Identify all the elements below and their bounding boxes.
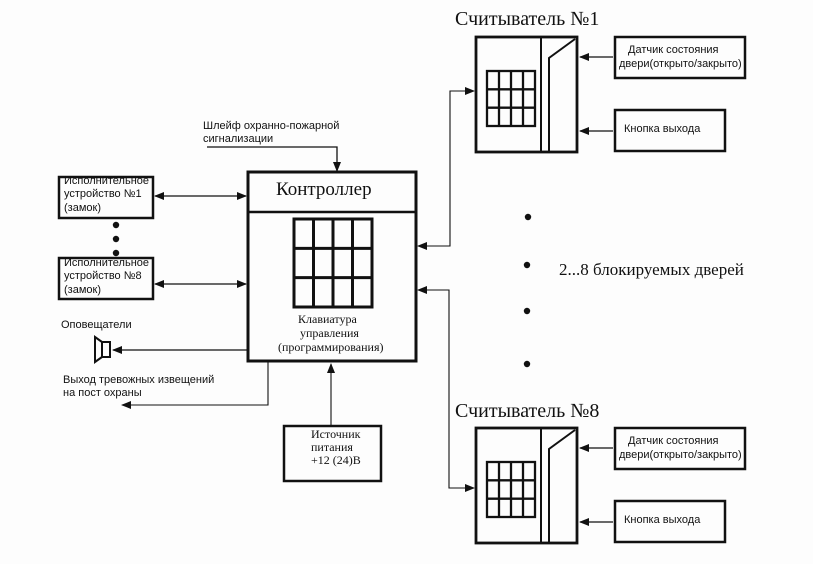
- reader-8-exit-button-box: [613, 499, 727, 544]
- lock-1-line-1: Исполнительное: [64, 175, 150, 187]
- reader-1-exit-button-label: Кнопка выхода: [624, 123, 701, 135]
- controller-keypad-grid: [292, 217, 374, 309]
- reader-1-sensor-line-1: Датчик состояния: [628, 44, 719, 56]
- alarm-loop-label-line-2: сигнализации: [203, 133, 274, 145]
- reader-1-link: [417, 87, 475, 250]
- reader-1: [474, 35, 747, 154]
- lock-ellipsis-dots: [112, 221, 120, 257]
- reader-8-body: [474, 426, 579, 545]
- reader-1-title: Считыватель №1: [455, 8, 600, 30]
- lock-8-line-2: устройство №8: [64, 270, 142, 282]
- reader-1-door-leaf: [548, 38, 576, 152]
- reader-8-sensor-line-1: Датчик состояния: [628, 435, 719, 447]
- keypad-label-line-2: управления: [300, 326, 359, 340]
- door-ellipsis-dots: [523, 213, 532, 368]
- keypad-label-line-3: (программирования): [278, 340, 384, 354]
- reader-8-sensor-box: [613, 426, 747, 471]
- alarm-loop-label-line-1: Шлейф охранно-пожарной: [203, 120, 340, 132]
- reader-8-title: Считыватель №8: [455, 400, 600, 422]
- lock-1-box: [57, 175, 155, 220]
- lock-8-line-3: (замок): [64, 284, 101, 296]
- controller-block: [246, 170, 418, 363]
- reader-8-link: [417, 286, 475, 492]
- blocked-doors-label: 2...8 блокируемых дверей: [559, 260, 744, 279]
- alarm-output-line: [121, 362, 269, 409]
- reader-1-body: [474, 35, 579, 154]
- reader-8-keypad: [485, 460, 537, 519]
- lock-8-box: [57, 256, 155, 301]
- reader-8: [474, 426, 747, 545]
- power-supply-line-1: Источник: [311, 427, 361, 441]
- alarm-output-label-line-2: на пост охраны: [63, 387, 142, 399]
- reader-1-sensor-line-2: двери(открыто/закрыто): [619, 58, 742, 70]
- readers-group: [474, 35, 747, 545]
- reader-1-keypad: [485, 69, 537, 128]
- alarm-loop-line: [207, 146, 341, 172]
- lock-8-line-1: Исполнительное: [64, 257, 150, 269]
- power-supply-line-2: питания: [311, 440, 353, 454]
- power-supply-box: [282, 424, 383, 483]
- reader-8-exit-button-label: Кнопка выхода: [624, 514, 701, 526]
- keypad-label-line-1: Клавиатура: [298, 312, 357, 326]
- reader-1-sensor-box: [613, 35, 747, 80]
- controller-title: Контроллер: [276, 179, 372, 200]
- alarm-output-label-line-1: Выход тревожных извещений: [63, 374, 215, 386]
- power-supply-line-3: +12 (24)В: [311, 453, 361, 467]
- annunciators-label: Оповещатели: [61, 319, 132, 331]
- reader-8-sensor-line-2: двери(открыто/закрыто): [619, 449, 742, 461]
- lock-1-line-3: (замок): [64, 202, 101, 214]
- speaker-icon: [94, 335, 111, 364]
- controller-keypad: [292, 217, 374, 309]
- reader-8-door-leaf: [548, 429, 576, 543]
- reader-1-exit-button-box: [613, 108, 727, 153]
- lock-1-line-2: устройство №1: [64, 188, 142, 200]
